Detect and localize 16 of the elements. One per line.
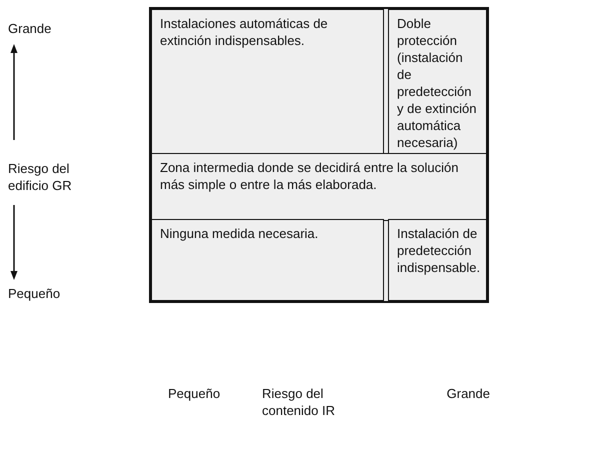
axis-label: Grande bbox=[446, 385, 490, 402]
cell-text: Ninguna medida necesaria. bbox=[160, 225, 320, 242]
axis-label: Riesgo del contenido IR bbox=[262, 385, 336, 419]
cell-text: Instalaciones automáticas de extinción indispensables. bbox=[160, 15, 329, 49]
matrix-cell bbox=[151, 219, 384, 301]
matrix-cell bbox=[151, 153, 487, 221]
axis-label: Pequeño bbox=[8, 285, 62, 302]
axis-label: Riesgo del edificio GR bbox=[8, 160, 73, 194]
cell-text: Doble protección (instalación de predetección y de extinción automática necesaria) bbox=[397, 15, 478, 151]
matrix-cell bbox=[388, 219, 487, 301]
cell-text: Instalación de predetección indispensable. bbox=[397, 225, 478, 276]
cell-text: Zona intermedia donde se decidirá entre la solución más simple o entre la más elaborada. bbox=[160, 159, 460, 193]
axis-label: Pequeño bbox=[168, 385, 222, 402]
matrix-cell bbox=[388, 9, 487, 155]
axis-label: Grande bbox=[8, 20, 52, 37]
matrix-cell bbox=[151, 9, 384, 155]
